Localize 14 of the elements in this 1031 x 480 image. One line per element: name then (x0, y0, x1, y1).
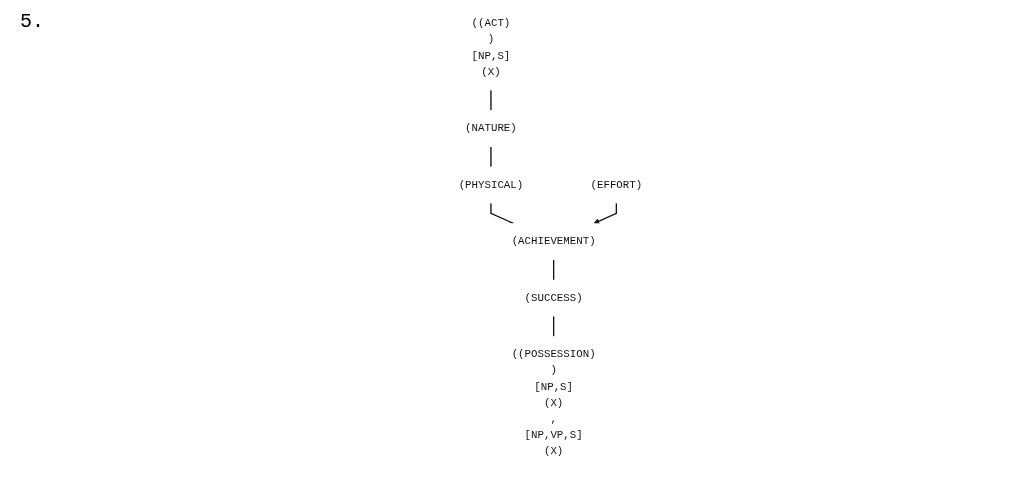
connector (489, 89, 492, 111)
node-text: (PHYSICAL) (458, 178, 523, 192)
node-text: (EFFORT) (590, 178, 642, 192)
connector (552, 259, 554, 281)
arrow (593, 202, 617, 224)
node-text: ((POSSESSION) ) [NP,S] (X) , [NP,VP,S] (X) (511, 348, 596, 458)
connector (489, 146, 492, 168)
node-text: (SUCCESS) (524, 292, 583, 305)
node-text: (ACHIEVEMENT) (511, 235, 596, 248)
node-text: ((ACT) ) [NP,S] (X) (471, 17, 510, 79)
connector (489, 202, 514, 225)
node-text: (NATURE) (464, 122, 517, 135)
connector (552, 315, 554, 338)
figure-number: 5. (20, 10, 44, 33)
